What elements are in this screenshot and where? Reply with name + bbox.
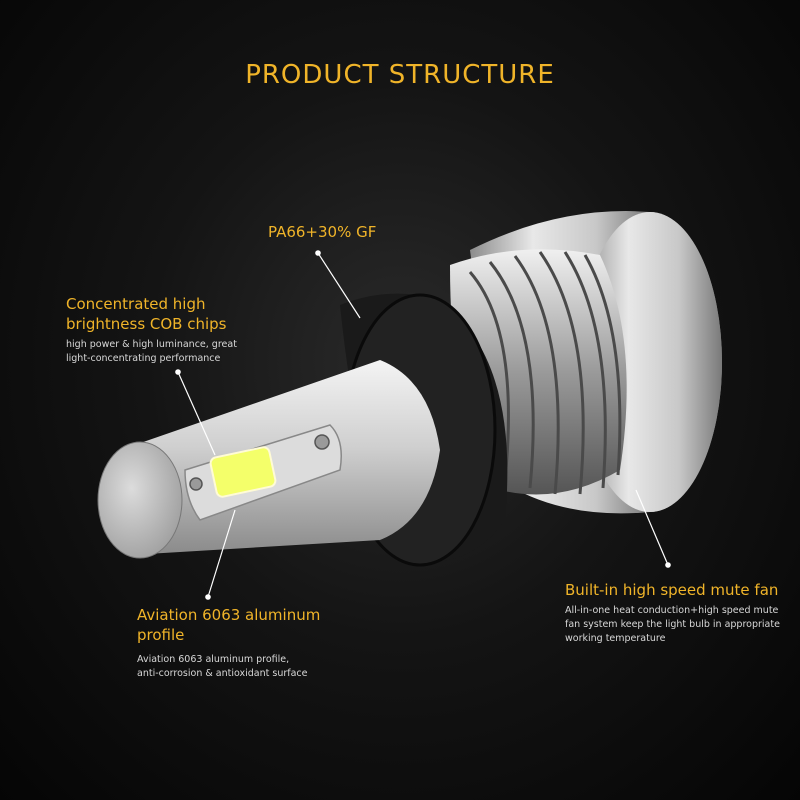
chips-desc-line1: high power & high luminance, great <box>66 339 237 350</box>
profile-label-line2: profile <box>137 626 185 644</box>
leader-dot <box>205 594 211 600</box>
leader-line-fan <box>635 489 669 566</box>
screw-icon <box>314 434 330 450</box>
profile-desc-line1: Aviation 6063 aluminum profile, <box>137 654 290 665</box>
cob-chip-plate <box>184 424 342 521</box>
leader-dot <box>315 250 321 256</box>
leader-lines <box>177 252 669 598</box>
fan-desc-line2: fan system keep the light bulb in approp… <box>565 619 780 630</box>
profile-desc-line2: anti-corrosion & antioxidant surface <box>137 668 308 679</box>
profile-label-line1: Aviation 6063 aluminum <box>137 606 321 624</box>
page-title: PRODUCT STRUCTURE <box>245 60 555 90</box>
leader-line-housing <box>317 252 361 319</box>
chips-label-line1: Concentrated high <box>66 295 206 313</box>
fan-label: Built-in high speed mute fan <box>565 581 779 599</box>
leader-line-profile <box>207 509 236 598</box>
chips-label-line2: brightness COB chips <box>66 315 227 333</box>
cob-chip <box>209 446 277 498</box>
leader-dot <box>175 369 181 375</box>
fan-desc-line1: All-in-one heat conduction+high speed mu… <box>565 605 779 616</box>
fan-desc-line3: working temperature <box>565 633 666 644</box>
screw-icon <box>189 477 203 491</box>
leader-line-chips <box>177 371 216 456</box>
housing-label: PA66+30% GF <box>268 223 377 241</box>
chips-desc-line2: light-concentrating performance <box>66 353 221 364</box>
leader-dot <box>665 562 671 568</box>
